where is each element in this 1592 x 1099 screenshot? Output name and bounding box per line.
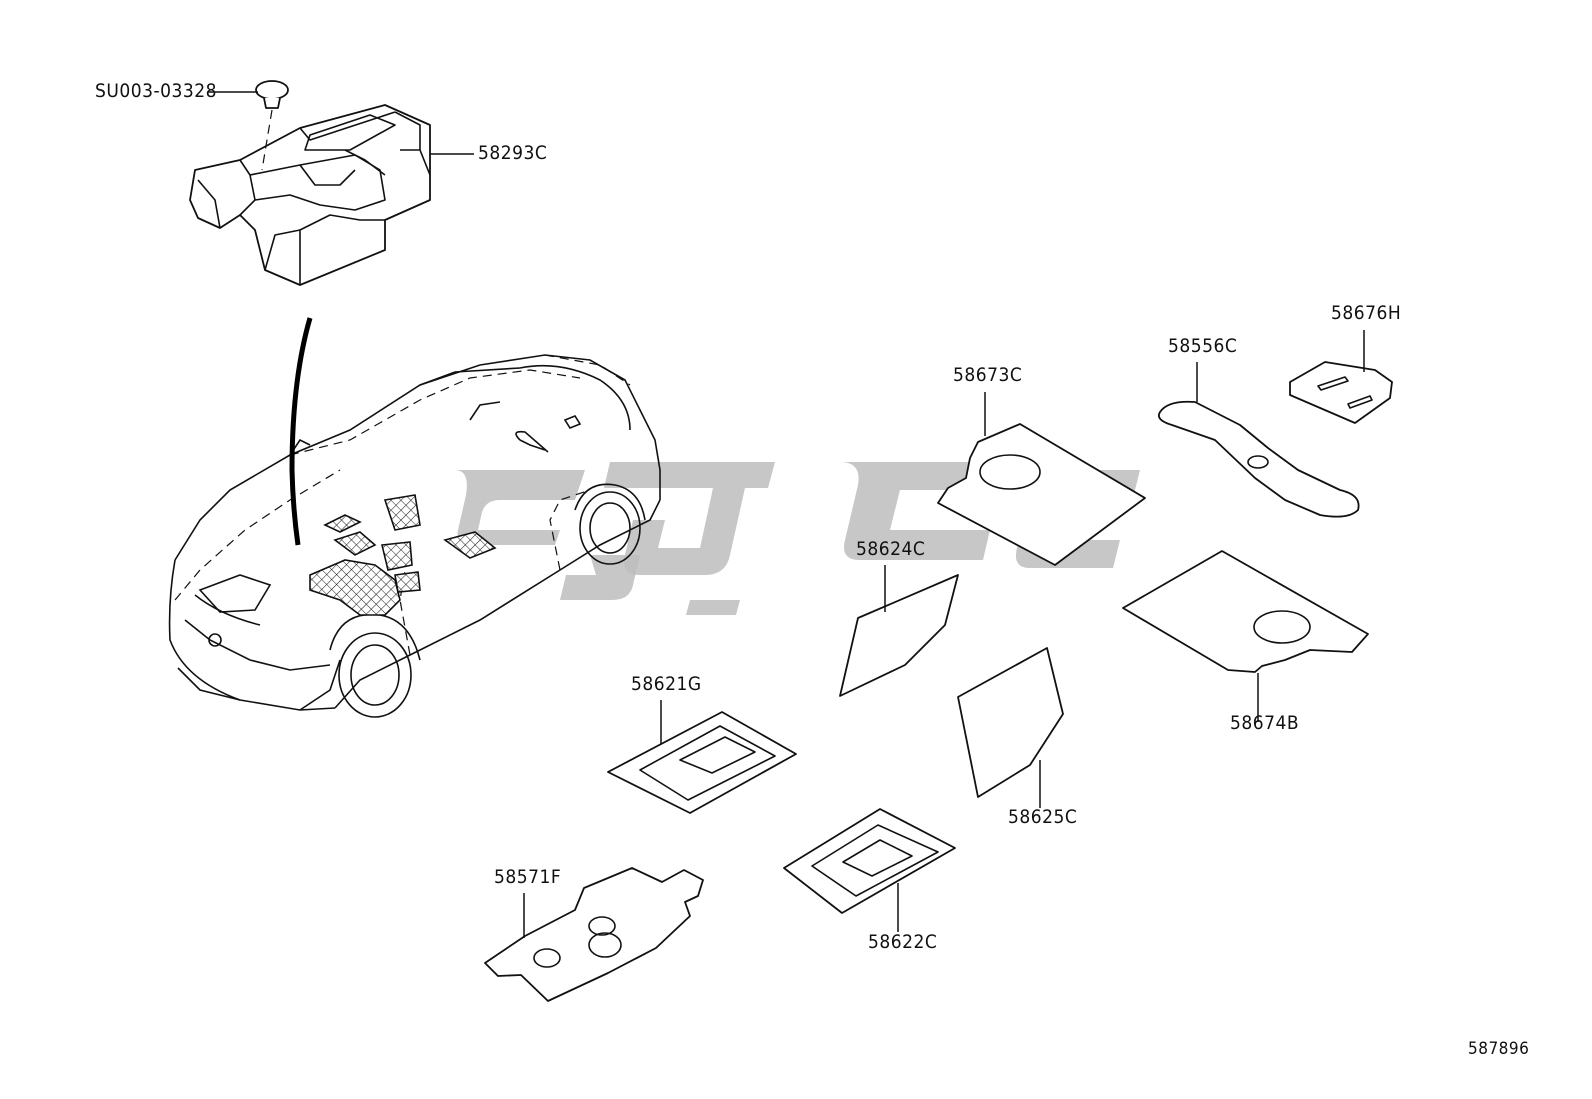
figure-number: 587896	[1468, 1039, 1530, 1059]
part-label-SU003-03328[interactable]: SU003-03328	[95, 80, 218, 102]
silencer-58622C	[783, 808, 956, 932]
fastener-clip	[255, 80, 289, 171]
silencer-58624C	[839, 565, 959, 697]
silencer-58674B	[1122, 550, 1369, 722]
silencer-58625C	[957, 647, 1064, 808]
vehicle-outline	[168, 317, 661, 718]
part-label-58556C[interactable]: 58556C	[1168, 335, 1238, 357]
part-label-58673C[interactable]: 58673C	[953, 364, 1023, 386]
part-label-58571F[interactable]: 58571F	[494, 866, 562, 888]
part-label-58293C[interactable]: 58293C	[478, 142, 548, 164]
part-label-58676H[interactable]: 58676H	[1331, 302, 1402, 324]
tunnel-silencer-58293C	[189, 104, 431, 286]
part-label-58621G[interactable]: 58621G	[631, 673, 702, 695]
part-label-58625C[interactable]: 58625C	[1008, 806, 1078, 828]
silencer-58556C	[1157, 362, 1360, 518]
silencer-58621G	[607, 700, 797, 814]
part-label-58624C[interactable]: 58624C	[856, 538, 926, 560]
part-label-58674B[interactable]: 58674B	[1230, 712, 1300, 734]
part-label-58622C[interactable]: 58622C	[868, 931, 938, 953]
silencer-58571F	[484, 867, 704, 1002]
silencer-58673C	[937, 392, 1146, 566]
silencer-58676H	[1289, 330, 1393, 424]
